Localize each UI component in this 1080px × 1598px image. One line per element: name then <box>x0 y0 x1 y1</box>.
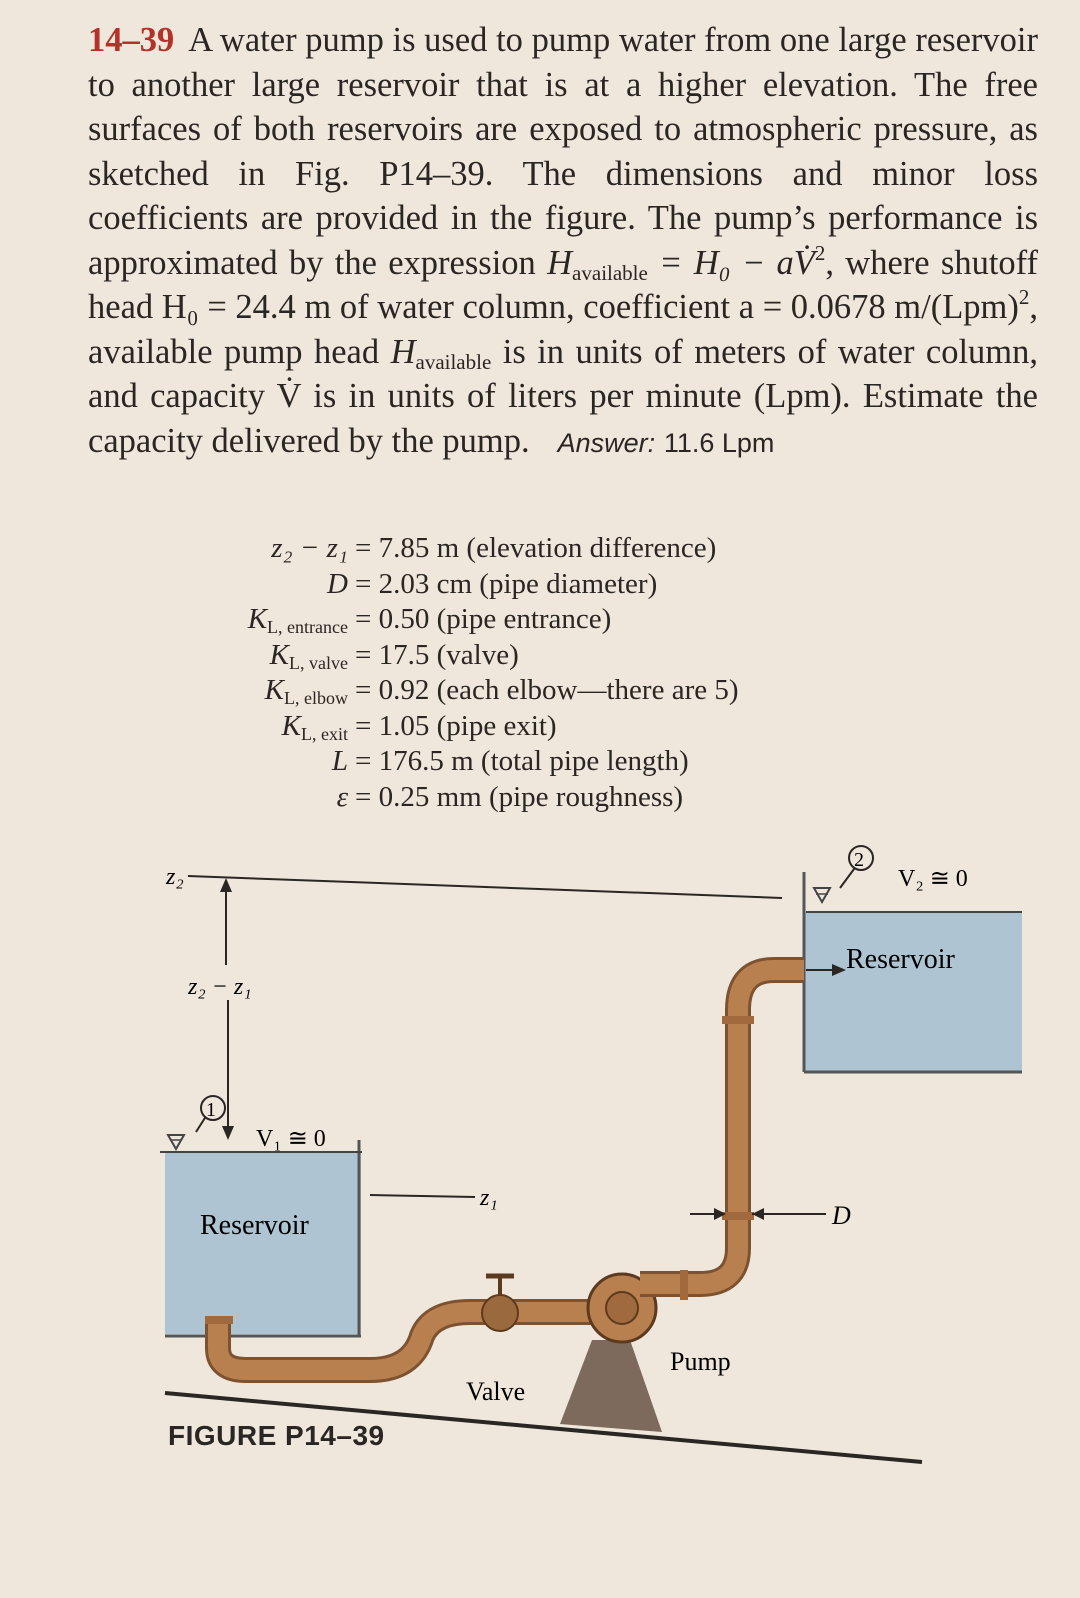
given-value: = 1.05 (pipe exit) <box>355 709 557 742</box>
point-1-marker <box>200 1095 226 1121</box>
pump-hub <box>605 1291 639 1325</box>
diameter-label: D <box>831 1201 851 1230</box>
given-label: L <box>331 745 348 777</box>
given-label: K <box>281 709 301 742</box>
diameter-arrow-right-icon <box>714 1208 726 1220</box>
point-2-label: 2 <box>854 849 864 871</box>
answer-value: 11.6 Lpm <box>663 427 775 458</box>
equation-exponent: 2 <box>814 240 826 265</box>
v1-label: V₁ ≅ 0 <box>256 1126 326 1152</box>
given-sub: L, elbow <box>284 688 348 708</box>
given-value: = 176.5 m (total pipe length) <box>355 745 689 777</box>
exit-pipe-body <box>728 960 804 1011</box>
given-value: = 0.92 (each elbow—there are 5) <box>355 674 739 706</box>
reservoir-2-water <box>804 912 1022 1072</box>
reservoir-2-label: Reservoir <box>846 944 956 975</box>
z1-elevation-line <box>369 1194 476 1198</box>
given-value: = 2.03 cm (pipe diameter) <box>355 567 658 600</box>
free-surface-1-icon <box>166 1134 186 1152</box>
h-symbol-2: H <box>390 332 416 371</box>
flow-arrow-icon <box>832 964 846 976</box>
problem-mid1: , where shutoff head H₀ = 24.4 m of wate… <box>88 243 1039 327</box>
valve-body-icon <box>481 1294 519 1332</box>
h-subscript-2: available <box>415 349 492 374</box>
pump-outlet-pipe <box>640 1010 751 1297</box>
given-sub: L, exit <box>301 723 348 744</box>
given-value: = 0.50 (pipe entrance) <box>355 603 612 635</box>
pipe-to-valve-body <box>369 1302 520 1380</box>
valve-label: Valve <box>466 1377 525 1406</box>
z1-label: z₁ <box>479 1185 498 1211</box>
v2-label: V₂ ≅ 0 <box>898 866 968 892</box>
mid1-exponent: 2 <box>1018 285 1030 309</box>
diameter-arrow-left-icon <box>752 1208 764 1220</box>
h-symbol: H <box>547 243 573 282</box>
given-value: = 7.85 m (elevation difference) <box>355 532 717 564</box>
given-label: K <box>269 638 290 671</box>
pump-stand <box>560 1340 662 1432</box>
entrance-flange <box>205 1316 233 1324</box>
pump-outlet-pipe-body <box>640 1010 748 1294</box>
problem-mid2: , available pump head <box>88 288 1038 371</box>
reservoir-1-label: Reservoir <box>200 1210 310 1241</box>
dimension-label: z₂ − z₁ <box>187 974 252 1000</box>
problem-number: 14–39 <box>88 21 175 59</box>
vertical-flange-lower <box>722 1212 754 1220</box>
arrow-down-icon <box>222 1126 234 1140</box>
given-label: ε <box>336 780 348 813</box>
given-label: K <box>264 674 285 706</box>
given-value: = 17.5 (valve) <box>355 638 519 671</box>
given-sub: L, entrance <box>267 617 348 637</box>
given-sub: L, valve <box>289 652 348 673</box>
equation-rhs: = H₀ − aV̇ <box>659 243 815 282</box>
z2-label: z₂ <box>165 864 184 890</box>
problem-mid3: is in units of meters of water column, a… <box>88 332 1039 460</box>
problem-intro: A water pump is used to pump water from … <box>88 21 1038 282</box>
answer-label: Answer: <box>557 427 656 458</box>
pump-label: Pump <box>670 1347 731 1376</box>
entrance-pipe-body <box>208 1322 370 1380</box>
reservoir-1-water <box>165 1152 361 1334</box>
given-value: = 0.25 mm (pipe roughness) <box>355 780 684 813</box>
free-surface-2-icon <box>812 887 832 905</box>
h-subscript: available <box>572 260 648 285</box>
arrow-up-icon <box>220 878 232 892</box>
ground-line <box>164 1391 923 1464</box>
given-label: z₂ − z₁ <box>271 532 348 564</box>
z2-elevation-line <box>187 875 783 899</box>
outlet-flange <box>680 1270 688 1300</box>
figure-caption: FIGURE P14–39 <box>168 1420 385 1451</box>
given-label: K <box>247 603 268 635</box>
point-1-label: 1 <box>206 1099 216 1121</box>
point-2-marker <box>848 845 874 871</box>
given-label: D <box>327 567 348 600</box>
vertical-flange-upper <box>722 1016 754 1024</box>
